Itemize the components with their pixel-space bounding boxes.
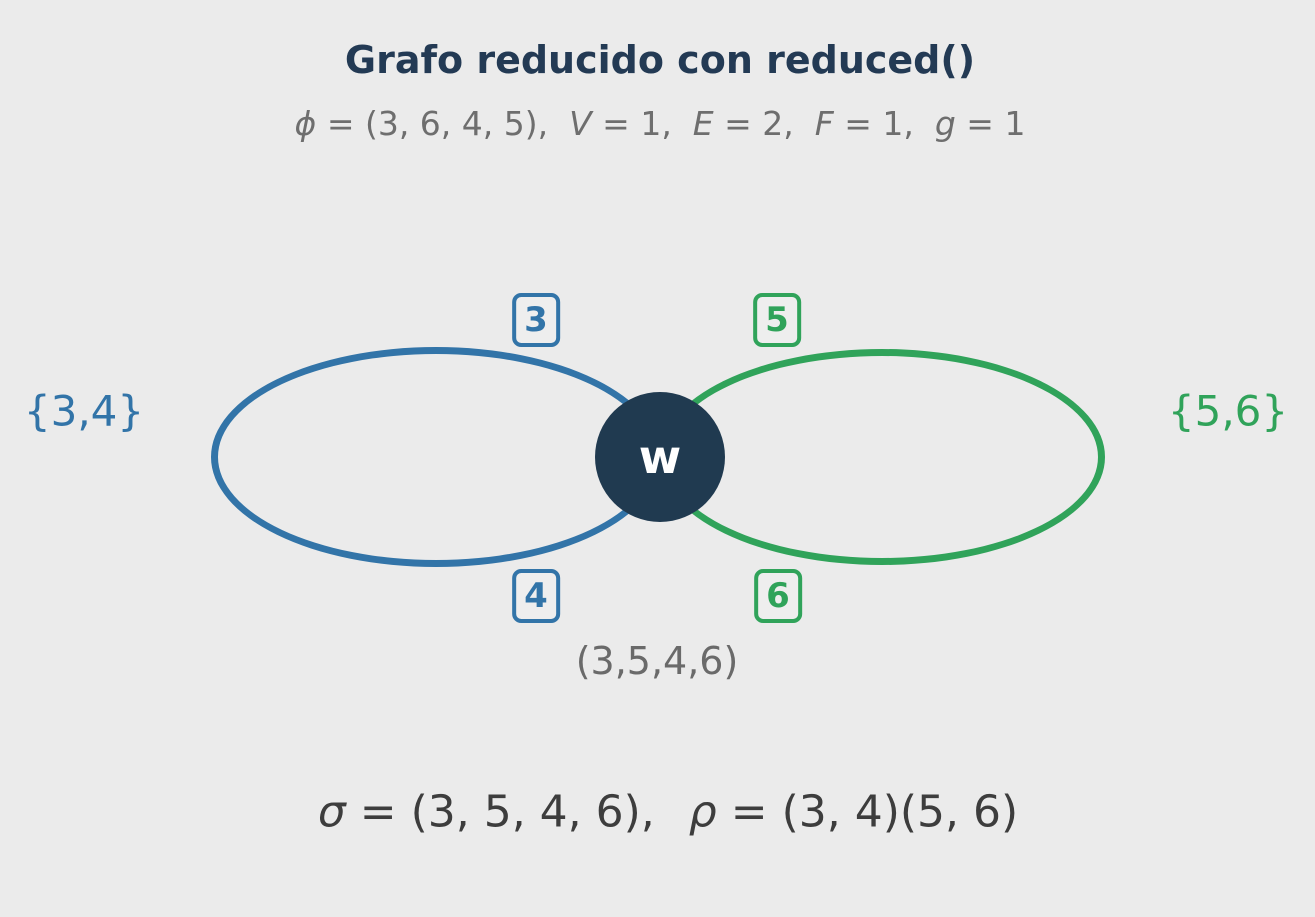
vertices-symbol: V <box>569 104 592 143</box>
edge-loop-left-blue <box>211 347 661 567</box>
sigma-symbol: σ <box>317 786 346 838</box>
vertex-label: w <box>638 430 682 484</box>
figure-subtitle: ϕ = (3, 6, 4, 5), V = 1, E = 2, F = 1, g… <box>295 104 1026 143</box>
edges-value: = 2, <box>713 104 815 143</box>
edge-label-4: 4 <box>512 569 560 623</box>
vertex-cycle-label: (3,5,4,6) <box>575 639 739 683</box>
genus-symbol: g <box>934 104 956 143</box>
phi-value: = (3, 6, 4, 5), <box>316 104 570 143</box>
vertices-value: = 1, <box>591 104 693 143</box>
sigma-value: = (3, 5, 4, 6), <box>345 786 655 838</box>
rho-value: = (3, 4)(5, 6) <box>716 786 1019 838</box>
edge-label-5: 5 <box>753 293 801 347</box>
edge-label-3: 3 <box>512 293 560 347</box>
edge-label-6: 6 <box>754 569 802 623</box>
faces-value: = 1, <box>833 104 935 143</box>
face-label-right: {5,6} <box>1167 386 1289 436</box>
permutation-formulas: σ = (3, 5, 4, 6), ρ = (3, 4)(5, 6) <box>318 787 1018 838</box>
face-label-left: {3,4} <box>23 386 145 436</box>
phi-symbol: ϕ <box>294 104 317 143</box>
rho-symbol: ρ <box>688 786 717 838</box>
edges-symbol: E <box>692 104 714 143</box>
faces-symbol: F <box>814 104 834 143</box>
genus-value: = 1 <box>955 104 1026 143</box>
vertex-node: w <box>595 392 725 522</box>
edge-loop-right-green <box>659 349 1105 565</box>
figure-title: Grafo reducido con reduced() <box>344 38 976 82</box>
